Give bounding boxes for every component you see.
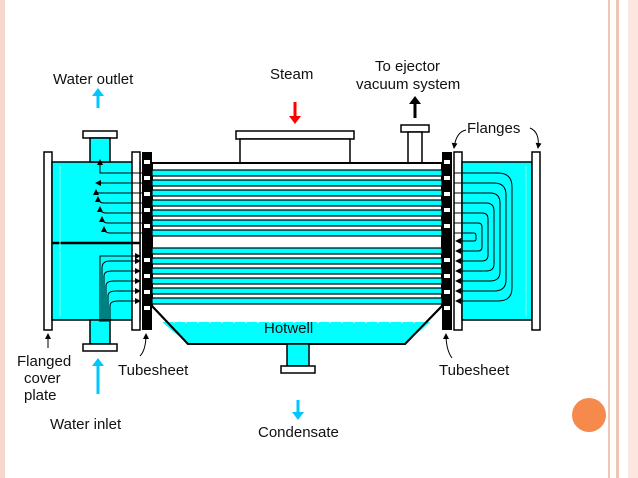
condensate-arrow [292, 400, 304, 420]
tubesheet-right [442, 152, 452, 330]
label-flanges: Flanges [467, 120, 520, 137]
label-to-ejector: To ejector [375, 58, 440, 75]
slide-border-right-2 [616, 0, 619, 478]
steam-arrow [289, 102, 301, 124]
right-flow-arrows [454, 172, 513, 304]
tubesheet-left [142, 152, 152, 330]
left-water-box [43, 151, 141, 331]
label-tubesheet-right: Tubesheet [439, 362, 510, 379]
water-inlet-nozzle [82, 319, 118, 352]
leader-lines [45, 127, 542, 359]
left-flow-arrows [93, 159, 142, 322]
label-cover: cover [24, 370, 61, 387]
water-outlet-arrow [92, 88, 104, 108]
water-inlet-arrow [92, 358, 104, 394]
label-flanged: Flanged [17, 353, 71, 370]
condensate-outlet [280, 343, 316, 374]
water-outlet-nozzle [82, 130, 118, 163]
label-condensate: Condensate [258, 424, 339, 441]
accent-dot [572, 398, 606, 432]
slide-border-right-3 [628, 0, 638, 478]
label-water-inlet: Water inlet [50, 416, 122, 433]
slide-border-left [0, 0, 5, 478]
label-hotwell: Hotwell [264, 320, 313, 337]
ejector-arrow [409, 96, 421, 118]
label-steam: Steam [270, 66, 313, 83]
label-water-outlet: Water outlet [53, 71, 134, 88]
slide-border-right-1 [608, 0, 610, 478]
label-vacuum-system: vacuum system [356, 76, 460, 93]
label-tubesheet-left: Tubesheet [118, 362, 189, 379]
label-plate: plate [24, 387, 57, 404]
